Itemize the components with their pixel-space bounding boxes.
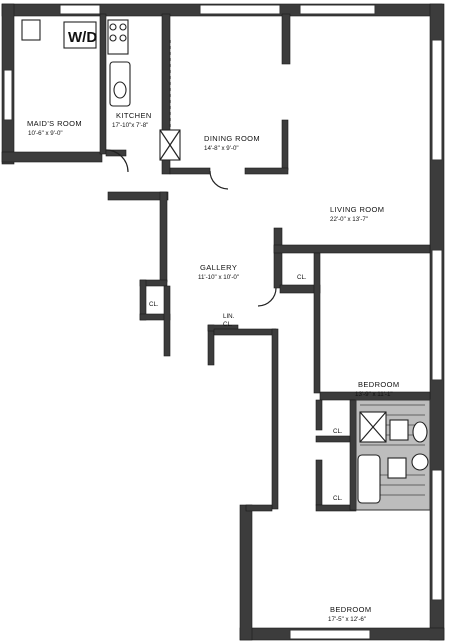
door-swings: [105, 149, 277, 307]
kitchen-name: KITCHEN: [116, 111, 152, 120]
sink-1: [412, 421, 428, 443]
labels: W/D MAID'S ROOM 10'-6" x 9'-0" KITCHEN 1…: [27, 29, 400, 623]
toilet: [389, 419, 409, 441]
maids-room-name: MAID'S ROOM: [27, 119, 82, 128]
bedroom-2-name: BEDROOM: [330, 605, 372, 614]
kitchen-dims: 17'-10"x 7'-8": [112, 122, 148, 129]
living-room-dims: 22'-0" x 13'-7": [330, 216, 368, 223]
kitchen-fixtures: [21, 19, 181, 161]
maid-toilet: [21, 19, 41, 41]
interior-walls: [99, 13, 431, 512]
bedroom-1-dims: 13'-9" x 11'-1": [355, 391, 393, 398]
dining-room-name: DINING ROOM: [204, 134, 260, 143]
windows: [3, 4, 443, 640]
dining-room-dims: 14'-8" x 9'-0": [204, 145, 239, 152]
maids-room-dims: 10'-6" x 9'-0": [28, 130, 63, 137]
gallery-name: GALLERY: [200, 263, 237, 272]
gallery-dims: 11'-10" x 10'-0": [198, 274, 239, 281]
gallery-closet-label: CL.: [149, 301, 159, 308]
bedroom-2-closet-label: CL.: [333, 495, 343, 502]
bedroom-1-name: BEDROOM: [358, 380, 400, 389]
washer-dryer-box: [63, 21, 97, 49]
toilet-2: [387, 457, 407, 479]
bath-fixtures: [357, 411, 429, 504]
linen-label: LIN.: [223, 313, 235, 320]
sink-2: [411, 453, 429, 471]
bathtub: [357, 454, 381, 504]
living-room-name: LIVING ROOM: [330, 205, 384, 214]
bedroom-2-dims: 17'-5" x 12'-6": [328, 616, 366, 623]
linen-closet-label: CL.: [223, 321, 233, 328]
living-closet-label: CL.: [297, 274, 307, 281]
bedroom-1-closet-label: CL.: [333, 428, 343, 435]
washer-dryer-label: W/D: [68, 29, 97, 46]
